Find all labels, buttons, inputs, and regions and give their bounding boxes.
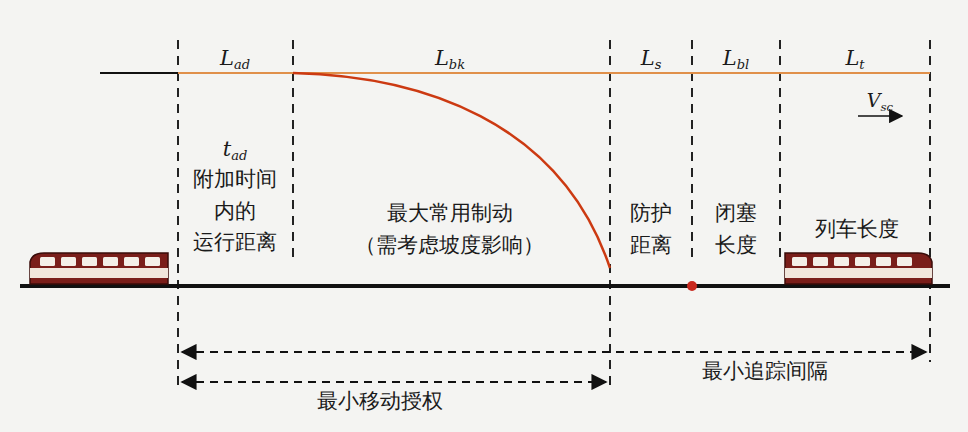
zone-label: 防护 距离 [624,198,679,261]
symbol-label: Lbl [723,43,749,75]
dimension-label: 最小追踪间隔 [698,356,832,388]
train-window [124,257,139,266]
train-window [834,257,849,266]
symbol-label: Ls [641,43,662,75]
zone-label: 最大常用制动 （需考虑坡度影响） [352,198,547,261]
train-window [61,257,76,266]
symbol-label: Lt [845,43,864,75]
train-window [103,257,118,266]
train-window [145,257,160,266]
train-window [855,257,870,266]
train-window [897,257,912,266]
symbol-label: Lbk [435,43,465,75]
train-window [40,257,55,266]
symbol-label: Lad [220,43,250,75]
train-window [792,257,807,266]
symbol-label: tad [223,134,248,166]
train-window [813,257,828,266]
speed-label: Vsc [867,86,893,116]
train-window [82,257,97,266]
dimension-label: 最小移动授权 [313,386,447,418]
zone-label: 闭塞 长度 [709,198,764,261]
zone-label: 列车长度 [811,214,903,246]
zone-label: 附加时间 内的 运行距离 [187,164,284,259]
train-window [876,257,891,266]
